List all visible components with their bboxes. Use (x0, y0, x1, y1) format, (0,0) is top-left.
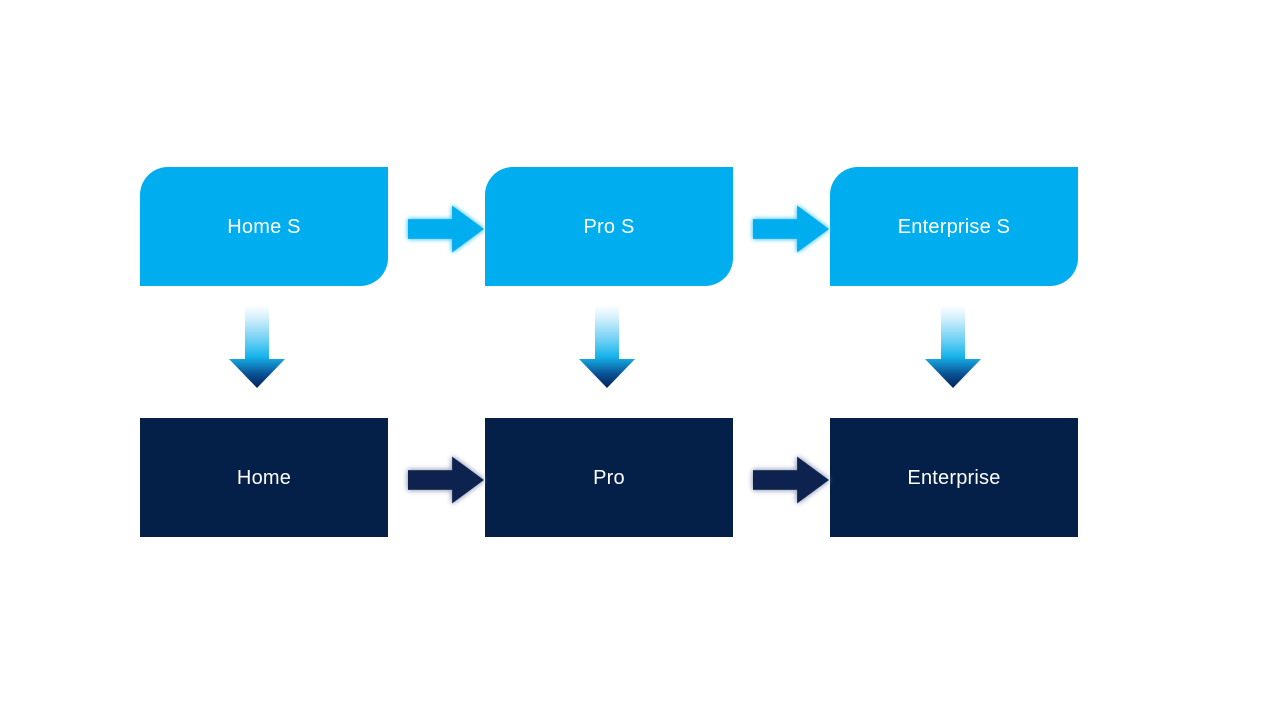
node-label-enterprise-s: Enterprise S (897, 215, 1011, 238)
arrow-home-to-pro (408, 455, 484, 505)
arrow-pro-to-enterprise (753, 455, 829, 505)
node-pro[interactable]: Pro (485, 418, 733, 537)
node-home-s[interactable]: Home S (140, 167, 388, 286)
arrow-pro-s-to-pro (578, 305, 636, 389)
node-enterprise-s[interactable]: Enterprise S (830, 167, 1078, 286)
arrow-pro-s-to-enterprise-s (753, 204, 829, 254)
node-home[interactable]: Home (140, 418, 388, 537)
node-label-enterprise: Enterprise (907, 466, 1001, 489)
node-pro-s[interactable]: Pro S (485, 167, 733, 286)
node-enterprise[interactable]: Enterprise (830, 418, 1078, 537)
arrow-enterprise-s-to-enterprise (924, 305, 982, 389)
node-label-home: Home (236, 466, 292, 489)
arrow-home-s-to-home (228, 305, 286, 389)
node-label-pro: Pro (593, 466, 625, 489)
node-label-home-s: Home S (227, 215, 301, 238)
node-label-pro-s: Pro S (583, 215, 635, 238)
arrow-home-s-to-pro-s (408, 204, 484, 254)
